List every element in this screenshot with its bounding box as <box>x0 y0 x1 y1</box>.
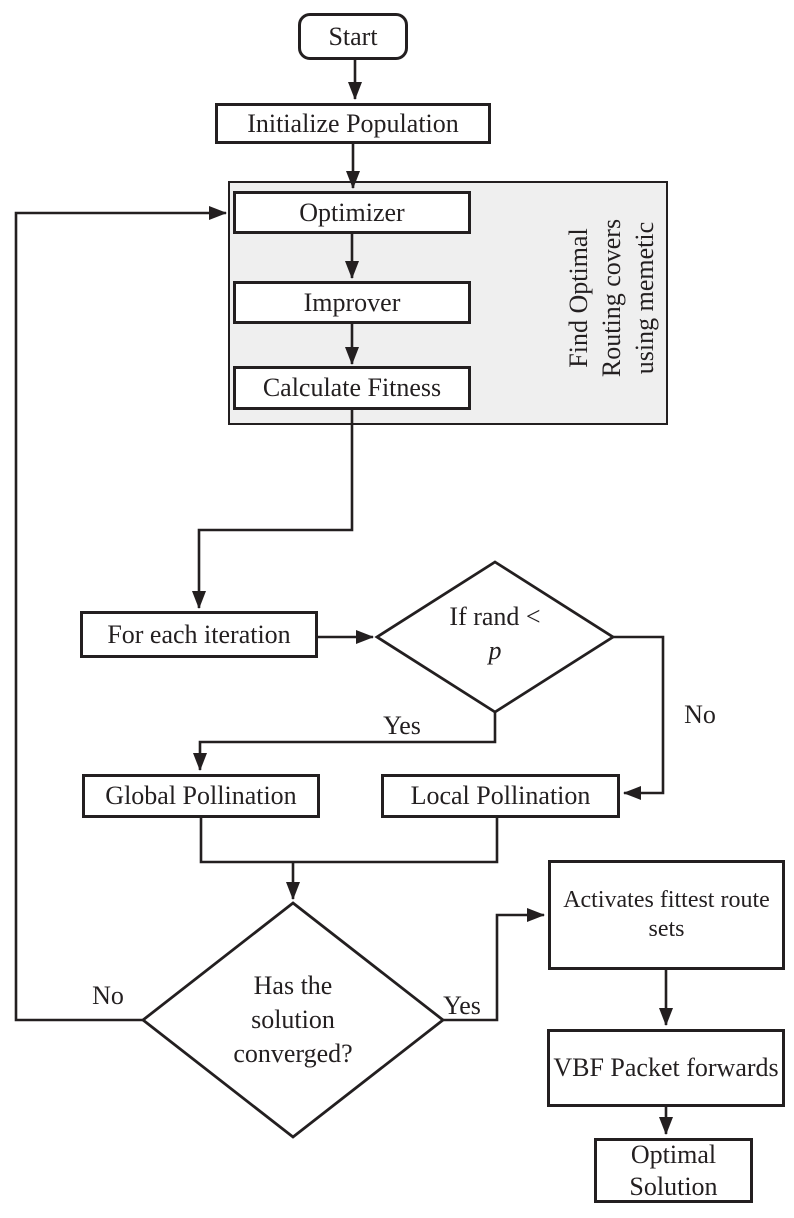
local-pollination-label: Local Pollination <box>410 781 591 811</box>
initialize-population-node: Initialize Population <box>215 103 491 144</box>
for-each-iteration-node: For each iteration <box>80 611 318 658</box>
start-label: Start <box>328 21 378 51</box>
vbf-forwards-label: VBF Packet forwards <box>553 1053 779 1083</box>
converged-decision-line2: solution <box>251 1005 335 1035</box>
converged-decision-diamond <box>140 901 446 1139</box>
edge-pollination-merge <box>199 818 499 864</box>
calculate-fitness-label: Calculate Fitness <box>262 373 442 403</box>
rand-decision-text: If rand < p <box>415 598 575 670</box>
start-node: Start <box>298 13 408 60</box>
for-each-iteration-label: For each iteration <box>107 619 291 649</box>
local-pollination-node: Local Pollination <box>381 774 620 818</box>
rand-decision-line2: p <box>488 636 502 665</box>
vbf-forwards-node: VBF Packet forwards <box>547 1029 785 1107</box>
improver-label: Improver <box>303 287 401 317</box>
converged-yes-label: Yes <box>443 991 481 1020</box>
improver-node: Improver <box>233 281 471 324</box>
rand-yes-label: Yes <box>383 711 421 740</box>
optimal-solution-node: Optimal Solution <box>594 1138 753 1203</box>
optimal-solution-label: Optimal Solution <box>629 1139 718 1201</box>
initialize-population-label: Initialize Population <box>247 108 459 138</box>
global-pollination-label: Global Pollination <box>105 781 297 811</box>
edge-converged-yes-activates <box>443 908 545 1022</box>
activates-fittest-node: Activates fittest route sets <box>548 860 785 970</box>
optimizer-label: Optimizer <box>299 197 405 227</box>
calculate-fitness-node: Calculate Fitness <box>233 366 471 410</box>
rand-decision-line1: If rand < <box>449 602 541 632</box>
edge-rand-no-local <box>613 635 665 800</box>
converged-decision-text: Has the solution converged? <box>213 963 373 1077</box>
converged-no-label: No <box>92 981 124 1010</box>
edge-converged-no-loopback <box>14 206 227 1022</box>
edge-rand-yes-global <box>193 712 497 771</box>
optimizer-node: Optimizer <box>233 191 471 234</box>
global-pollination-node: Global Pollination <box>82 774 320 818</box>
rand-decision-diamond <box>374 560 616 714</box>
rand-no-label: No <box>684 700 716 729</box>
activates-fittest-label: Activates fittest route sets <box>563 886 770 942</box>
converged-decision-line3: converged? <box>233 1038 353 1068</box>
edge-calcfitness-foreach <box>192 410 354 609</box>
converged-decision-line1: Has the <box>253 971 333 1001</box>
